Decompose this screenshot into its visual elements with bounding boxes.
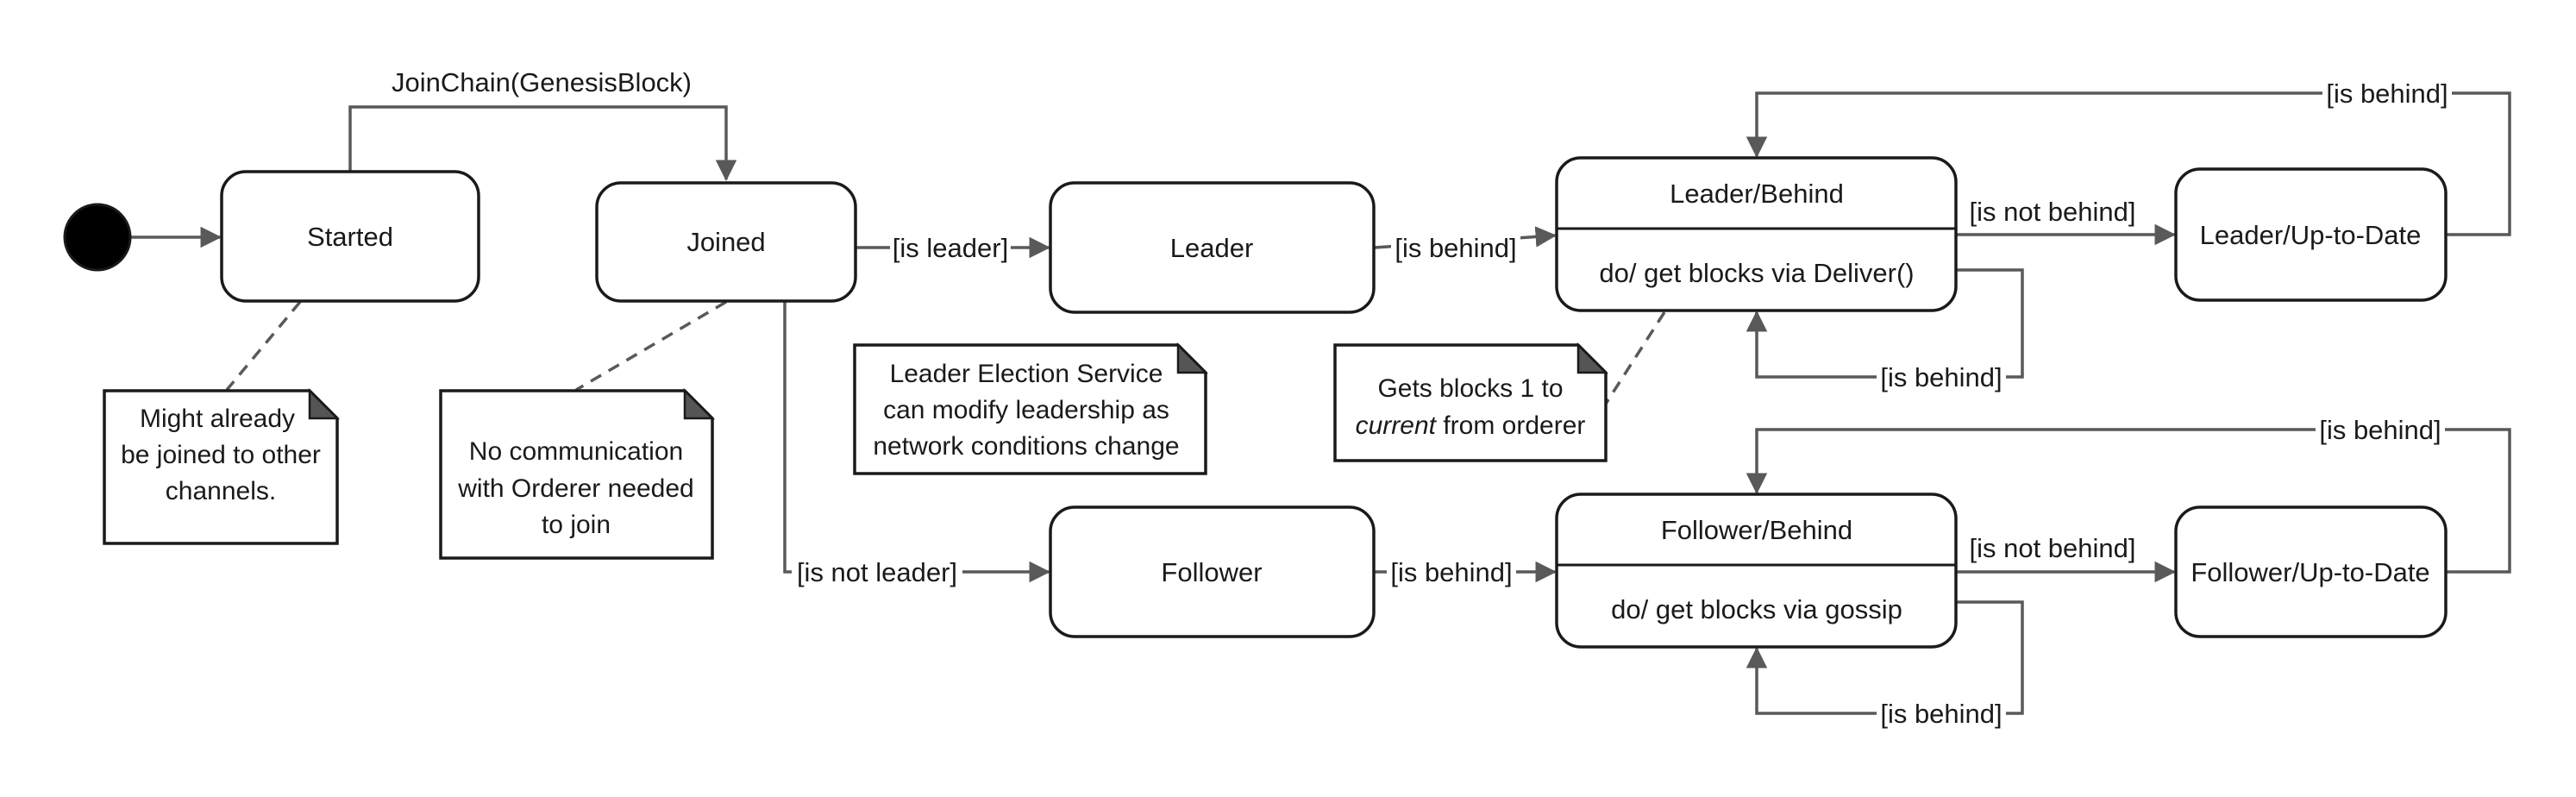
label-leader-is-behind: [is behind] (1395, 233, 1516, 263)
state-leader-behind: Leader/Behind do/ get blocks via Deliver… (1555, 156, 1958, 312)
note-started-line-1: Might already (140, 405, 295, 433)
note-orderer-from-orderer: from orderer (1436, 411, 1585, 440)
label-follower-self-is-behind: [is behind] (1880, 699, 2002, 729)
note-started-line-3: channels. (166, 477, 276, 505)
note-orderer-line-2: current from orderer (1356, 411, 1586, 440)
note-joined-line-2: with Orderer needed (457, 474, 694, 503)
initial-state (63, 203, 132, 272)
note-orderer: Gets blocks 1 to current from orderer (1333, 342, 1609, 462)
state-leader-behind-activity: do/ get blocks via Deliver() (1599, 258, 1914, 288)
note-joined-line-1: No communication (469, 437, 683, 466)
note-election-line-3: network conditions change (873, 432, 1179, 461)
state-joined-label: Joined (686, 227, 765, 257)
label-is-not-leader: [is not leader] (797, 557, 957, 587)
state-leader-uptodate: Leader/Up-to-Date (2174, 167, 2448, 302)
label-follower-uptodate-is-behind: [is behind] (2319, 415, 2441, 445)
note-orderer-current: current (1356, 411, 1438, 440)
state-leader-uptodate-label: Leader/Up-to-Date (2200, 220, 2422, 250)
edge-follower-uptodate-back (1746, 428, 2511, 574)
label-follower-is-behind: [is behind] (1390, 557, 1512, 587)
edge-leader-self-loop (1746, 268, 2024, 379)
anchor-orderer-note (1604, 311, 1666, 405)
label-join-chain: JoinChain(GenesisBlock) (392, 67, 692, 97)
label-leader-uptodate-is-behind: [is behind] (2326, 78, 2448, 109)
state-follower-uptodate-label: Follower/Up-to-Date (2191, 557, 2429, 587)
state-leader-label: Leader (1170, 233, 1254, 263)
state-follower-label: Follower (1161, 557, 1262, 587)
anchor-joined-note (575, 300, 727, 392)
state-follower-behind-name: Follower/Behind (1661, 515, 1852, 545)
state-leader: Leader (1049, 181, 1376, 314)
edge-join-chain (348, 105, 737, 182)
note-leader-election: Leader Election Service can modify leade… (853, 342, 1209, 475)
state-follower-behind: Follower/Behind do/ get blocks via gossi… (1555, 493, 1958, 649)
anchor-started-note (225, 300, 302, 392)
edge-leader-uptodate-back (1746, 91, 2511, 236)
state-follower: Follower (1049, 505, 1376, 638)
state-follower-behind-activity: do/ get blocks via gossip (1611, 594, 1902, 624)
state-joined: Joined (595, 181, 857, 303)
label-follower-is-not-behind: [is not behind] (1969, 533, 2135, 563)
note-started-line-2: be joined to other (121, 441, 321, 469)
label-leader-self-is-behind: [is behind] (1880, 362, 2002, 392)
note-joined-line-3: to join (542, 511, 611, 539)
state-follower-uptodate: Follower/Up-to-Date (2174, 505, 2448, 638)
note-election-line-2: can modify leadership as (883, 396, 1169, 424)
label-leader-is-not-behind: [is not behind] (1969, 197, 2135, 227)
note-joined: No communication with Orderer needed to … (439, 387, 716, 560)
label-is-leader: [is leader] (893, 233, 1008, 263)
note-started: Might already be joined to other channel… (103, 387, 341, 545)
state-started-label: Started (307, 222, 393, 252)
note-orderer-line-1: Gets blocks 1 to (1377, 374, 1563, 403)
note-election-line-1: Leader Election Service (890, 360, 1163, 388)
state-started: Started (220, 170, 480, 303)
edge-follower-self-loop (1746, 600, 2024, 715)
state-leader-behind-name: Leader/Behind (1670, 179, 1844, 209)
